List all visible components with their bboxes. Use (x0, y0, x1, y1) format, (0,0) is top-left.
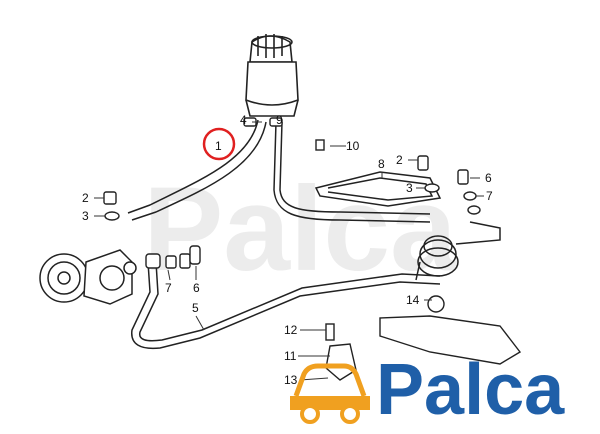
callout-14: 14 (406, 293, 420, 307)
fittings (103, 117, 522, 381)
callout-2-left: 2 (82, 191, 89, 205)
leader-lines (94, 121, 484, 381)
callout-1: 1 (215, 139, 222, 153)
brand-logo: Palca (290, 350, 565, 430)
callout-2-right: 2 (396, 153, 403, 167)
callout-4: 4 (240, 113, 247, 127)
callout-9: 9 (276, 113, 283, 127)
callout-12: 12 (284, 323, 298, 337)
callout-5: 5 (192, 301, 199, 315)
fluid-reservoir (245, 34, 299, 117)
callout-10: 10 (346, 139, 360, 153)
callout-8: 8 (378, 157, 385, 171)
callout-6-right: 6 (485, 171, 492, 185)
callout-7-left: 7 (165, 281, 172, 295)
callout-labels: 1 2 2 3 3 4 5 6 6 7 7 8 9 10 11 12 13 14 (82, 113, 493, 387)
highlight-ring (202, 127, 236, 161)
callout-3-left: 3 (82, 209, 89, 223)
callout-3-right: 3 (406, 181, 413, 195)
callout-11: 11 (284, 349, 297, 363)
callout-7-right: 7 (486, 189, 493, 203)
power-steering-pump (39, 249, 137, 305)
callout-13: 13 (284, 373, 298, 387)
brand-name: Palca (376, 350, 565, 430)
callout-6-left: 6 (193, 281, 200, 295)
car-icon (290, 363, 370, 424)
